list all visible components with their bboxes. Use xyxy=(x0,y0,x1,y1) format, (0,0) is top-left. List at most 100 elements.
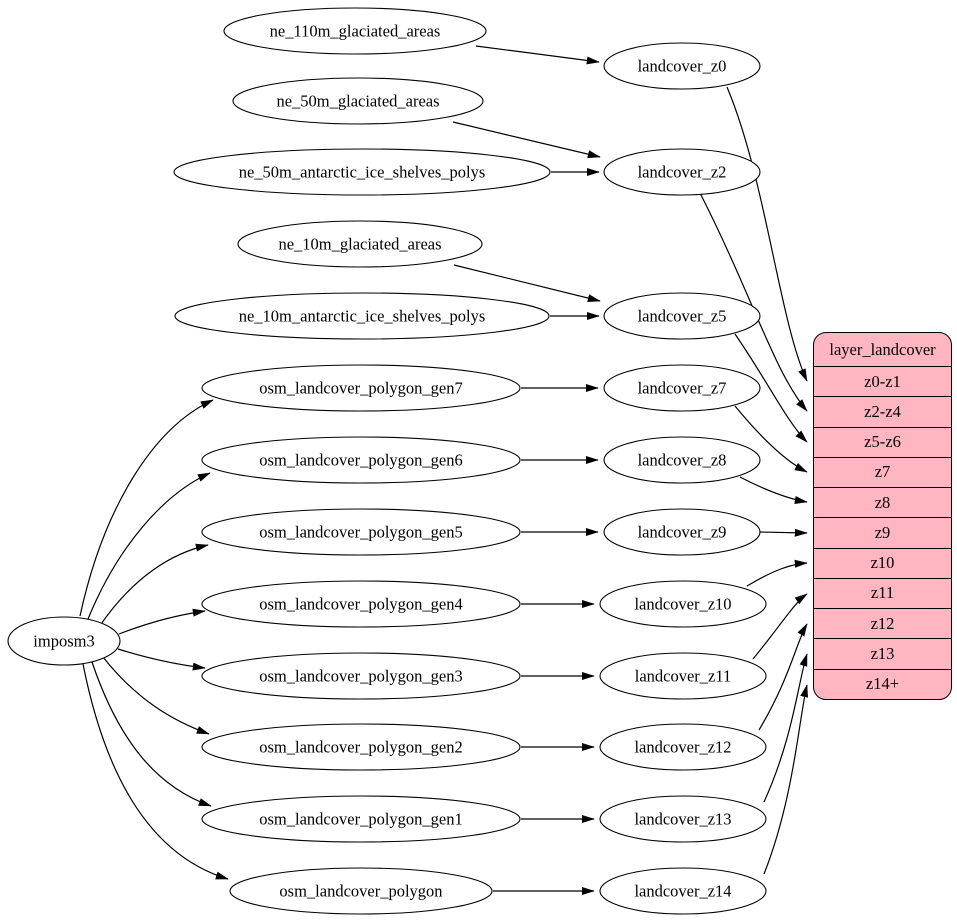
edge-path xyxy=(759,528,808,537)
node-ellipse xyxy=(174,292,550,340)
node-ellipse xyxy=(603,292,761,340)
table-row-z14+: z14+ xyxy=(814,668,951,699)
edge-path xyxy=(758,623,808,731)
edge-landcover_z0-to-layer_landcover:z0-z1 xyxy=(726,86,808,382)
edge-imposm3-to-osm_landcover_polygon_gen1 xyxy=(91,661,212,807)
node-label: ne_10m_antarctic_ice_shelves_polys xyxy=(239,307,486,326)
edge-landcover_z5-to-layer_landcover:z5-z6 xyxy=(734,333,808,443)
node-label: landcover_z9 xyxy=(638,523,727,542)
edge-ne_50m_glaciated_areas-to-landcover_z2 xyxy=(452,121,601,159)
edge-path xyxy=(734,405,808,473)
node-ellipse xyxy=(229,867,493,915)
node-osm_landcover_polygon_gen2: osm_landcover_polygon_gen2 xyxy=(201,723,521,771)
node-landcover_z9: landcover_z9 xyxy=(603,508,761,556)
edge-landcover_z11-to-layer_landcover:z11 xyxy=(752,593,808,660)
edge-path xyxy=(746,559,808,587)
node-label: landcover_z14 xyxy=(634,882,731,901)
node-label: ne_50m_glaciated_areas xyxy=(276,92,439,111)
edge-path xyxy=(87,472,211,620)
node-label: osm_landcover_polygon_gen1 xyxy=(259,810,462,829)
table-row-z8: z8 xyxy=(814,487,951,517)
node-label: osm_landcover_polygon_gen2 xyxy=(259,738,462,757)
edge-landcover_z9-to-layer_landcover:z9 xyxy=(759,528,808,537)
edge-path xyxy=(98,543,209,628)
edge-path xyxy=(699,192,808,412)
node-label: osm_landcover_polygon_gen4 xyxy=(259,595,462,614)
node-label: ne_110m_glaciated_areas xyxy=(270,22,441,41)
edge-imposm3-to-osm_landcover_polygon_gen5 xyxy=(98,543,209,628)
node-label: osm_landcover_polygon_gen7 xyxy=(259,379,462,398)
node-ellipse xyxy=(7,616,121,666)
node-landcover_z13: landcover_z13 xyxy=(599,795,767,843)
node-ellipse xyxy=(223,7,487,55)
node-label: osm_landcover_polygon_gen3 xyxy=(259,667,462,686)
table-row-z0-z1: z0-z1 xyxy=(814,366,951,396)
node-ellipse xyxy=(599,580,767,628)
node-landcover_z11: landcover_z11 xyxy=(599,652,767,700)
node-ellipse xyxy=(201,364,521,412)
node-label: landcover_z8 xyxy=(638,451,727,470)
edge-imposm3-to-osm_landcover_polygon_gen6 xyxy=(87,472,211,620)
edge-path xyxy=(752,593,808,660)
edge-path xyxy=(726,86,808,382)
node-osm_landcover_polygon_gen6: osm_landcover_polygon_gen6 xyxy=(201,436,521,484)
edge-imposm3-to-osm_landcover_polygon_gen4 xyxy=(118,608,206,635)
node-ne_50m_glaciated_areas: ne_50m_glaciated_areas xyxy=(232,77,484,125)
node-ellipse xyxy=(201,723,521,771)
node-ellipse xyxy=(603,508,761,556)
edge-path xyxy=(91,661,212,807)
node-label: osm_landcover_polygon_gen5 xyxy=(259,523,462,542)
node-ne_50m_antarctic_ice_shelves_polys: ne_50m_antarctic_ice_shelves_polys xyxy=(173,148,551,196)
node-ellipse xyxy=(599,867,767,915)
table-row-z5-z6: z5-z6 xyxy=(814,426,951,457)
node-landcover_z5: landcover_z5 xyxy=(603,292,761,340)
node-label: landcover_z7 xyxy=(638,379,727,398)
edge-path xyxy=(452,121,601,159)
edge-ne_110m_glaciated_areas-to-landcover_z0 xyxy=(475,45,600,65)
edge-landcover_z12-to-layer_landcover:z12 xyxy=(758,623,808,731)
edge-imposm3-to-osm_landcover_polygon_gen7 xyxy=(79,399,214,617)
edge-path xyxy=(453,264,601,302)
node-ellipse xyxy=(201,436,521,484)
edge-path xyxy=(117,648,206,671)
edge-path xyxy=(118,608,206,635)
table-row-z13: z13 xyxy=(814,638,951,668)
node-ellipse xyxy=(603,42,761,90)
node-landcover_z8: landcover_z8 xyxy=(603,436,761,484)
edge-path xyxy=(739,476,808,504)
edge-landcover_z2-to-layer_landcover:z2-z4 xyxy=(699,192,808,412)
node-ellipse xyxy=(599,795,767,843)
node-ellipse xyxy=(173,148,551,196)
node-ellipse xyxy=(232,77,484,125)
table-row-z12: z12 xyxy=(814,608,951,638)
node-label: landcover_z0 xyxy=(638,57,727,76)
node-imposm3: imposm3 xyxy=(7,616,121,666)
node-layer: ne_110m_glaciated_areas ne_50m_glaciated_… xyxy=(7,7,767,915)
node-ellipse xyxy=(201,508,521,556)
node-osm_landcover_polygon_gen4: osm_landcover_polygon_gen4 xyxy=(201,580,521,628)
edge-landcover_z7-to-layer_landcover:z7 xyxy=(734,405,808,473)
edge-landcover_z8-to-layer_landcover:z8 xyxy=(739,476,808,504)
edge-path xyxy=(82,663,229,880)
edge-landcover_z13-to-layer_landcover:z13 xyxy=(763,653,808,803)
node-ellipse xyxy=(603,148,761,196)
table-row-z9: z9 xyxy=(814,517,951,547)
edge-layer xyxy=(79,45,809,895)
node-landcover_z10: landcover_z10 xyxy=(599,580,767,628)
node-landcover_z14: landcover_z14 xyxy=(599,867,767,915)
node-label: osm_landcover_polygon_gen6 xyxy=(259,451,462,470)
node-landcover_z12: landcover_z12 xyxy=(599,723,767,771)
node-label: landcover_z11 xyxy=(635,667,732,686)
node-label: landcover_z13 xyxy=(634,810,731,829)
node-label: landcover_z10 xyxy=(634,595,731,614)
table-row-z2-z4: z2-z4 xyxy=(814,396,951,426)
node-ellipse xyxy=(201,580,521,628)
node-label: osm_landcover_polygon xyxy=(279,882,442,901)
node-ne_110m_glaciated_areas: ne_110m_glaciated_areas xyxy=(223,7,487,55)
node-osm_landcover_polygon_gen7: osm_landcover_polygon_gen7 xyxy=(201,364,521,412)
table-header: layer_landcover xyxy=(829,339,936,359)
node-ellipse xyxy=(599,723,767,771)
node-ne_10m_glaciated_areas: ne_10m_glaciated_areas xyxy=(237,220,483,268)
edge-imposm3-to-osm_landcover_polygon xyxy=(82,663,229,880)
